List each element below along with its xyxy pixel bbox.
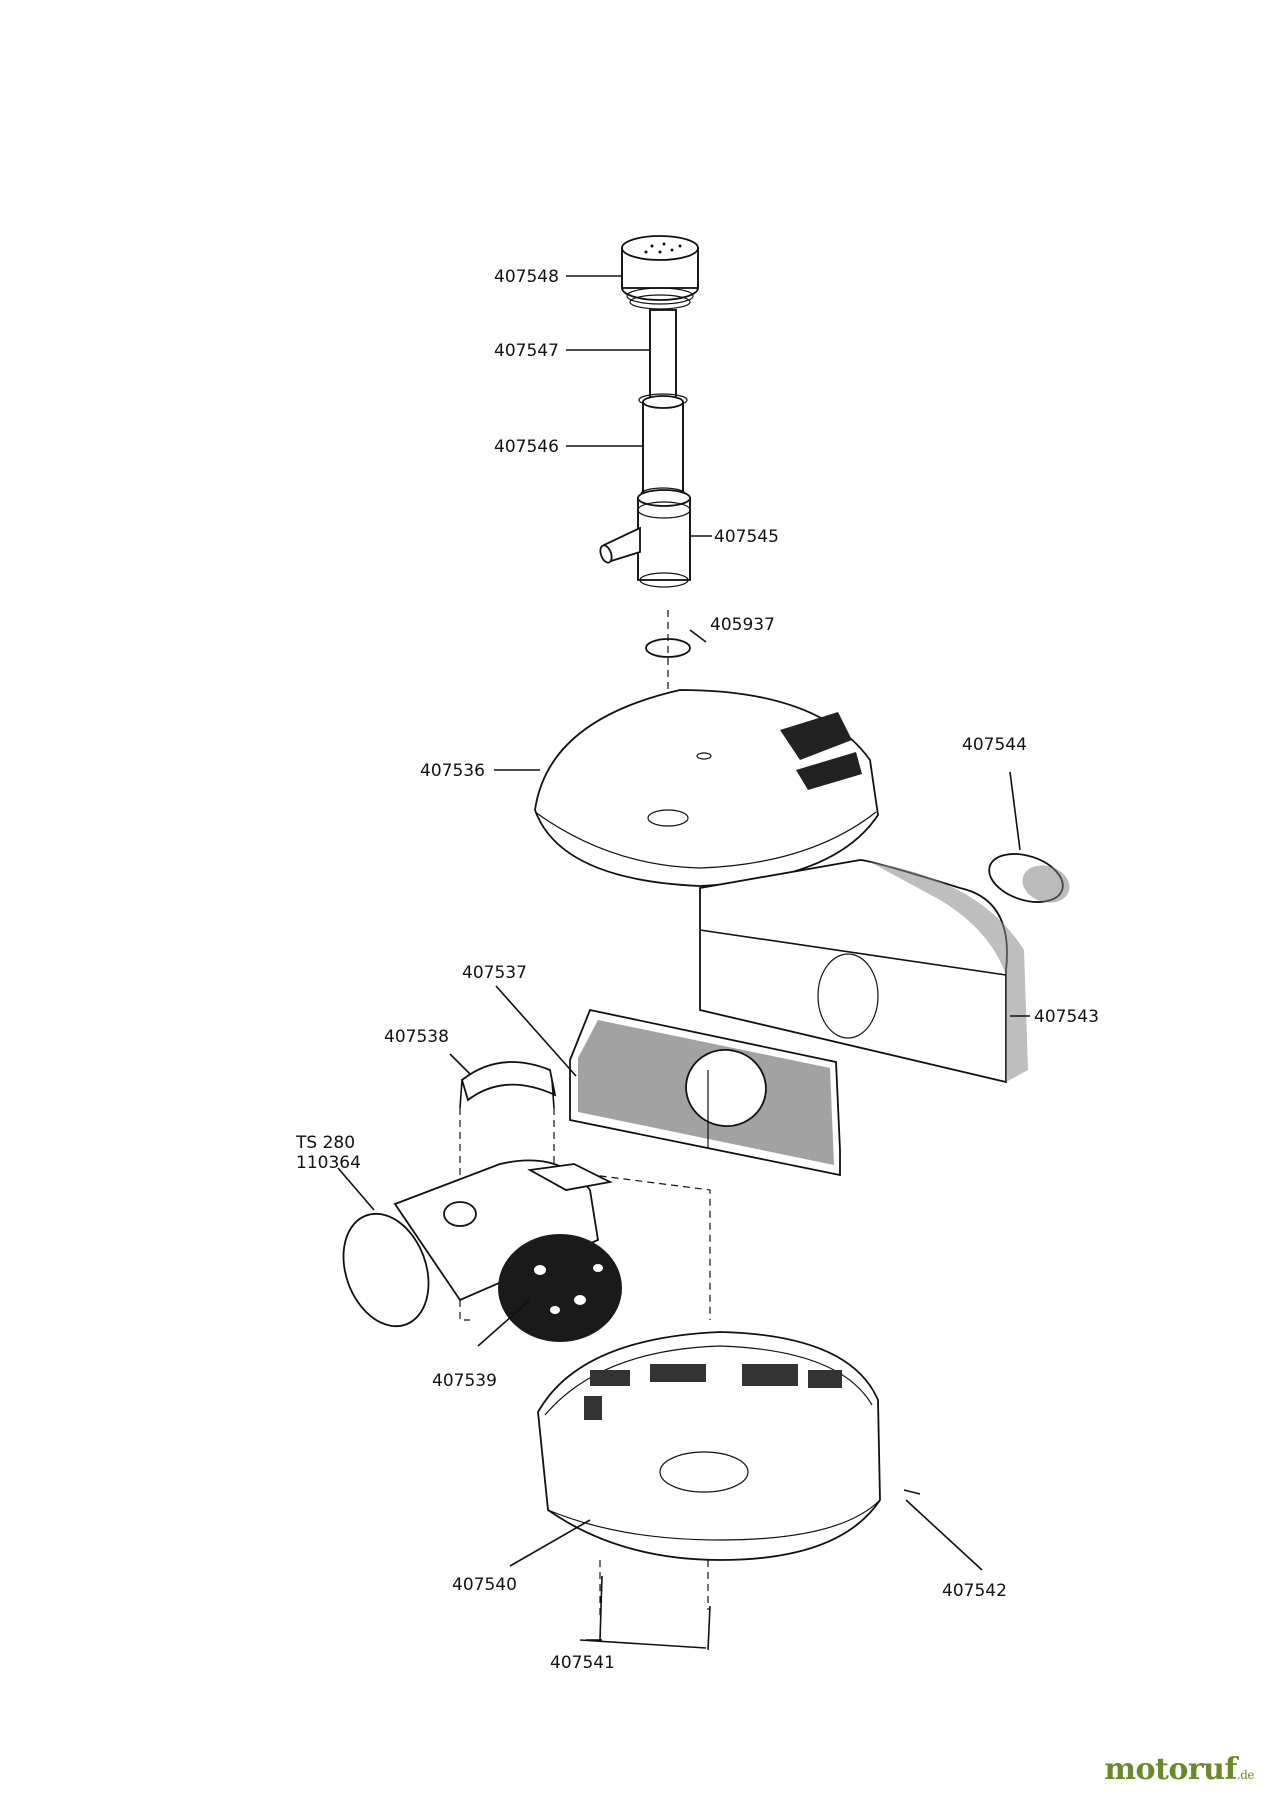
lid-407536 (534, 689, 879, 887)
small-sponge-407544 (988, 853, 1070, 903)
lid-vent-slots (780, 712, 862, 790)
label-407539: 407539 (432, 1371, 497, 1391)
label-407538: 407538 (384, 1027, 449, 1047)
filter-media-407539 (498, 1234, 622, 1342)
pump-ts280 (342, 1159, 613, 1328)
label-407544: 407544 (962, 735, 1027, 755)
fountain-head-407548 (621, 235, 699, 310)
grid-panel-407537 (569, 1008, 841, 1177)
t-connector-407545 (599, 489, 691, 588)
lower-tube-407546 (640, 395, 686, 501)
leader-lines (337, 275, 1030, 1649)
label-407536: 407536 (420, 761, 485, 781)
label-407547: 407547 (494, 341, 559, 361)
label-407542: 407542 (942, 1581, 1007, 1601)
filter-sponge-407543 (699, 859, 1028, 1084)
label-407540: 407540 (452, 1575, 517, 1595)
screw-407542 (903, 1489, 921, 1495)
label-405937: 405937 (710, 615, 775, 635)
watermark-suffix: .de (1236, 1768, 1255, 1782)
label-407546: 407546 (494, 437, 559, 457)
screws-407541 (599, 1560, 711, 1651)
label-407537: 407537 (462, 963, 527, 983)
watermark-brand: motoruf (1104, 1752, 1237, 1787)
label-407548: 407548 (494, 267, 559, 287)
label-ts280: TS 280 (295, 1133, 355, 1153)
upper-tube-407547 (638, 309, 688, 407)
pump-guide-lines (459, 1108, 711, 1321)
label-110364: 110364 (296, 1153, 361, 1173)
clip-407538 (459, 1061, 557, 1109)
label-407541: 407541 (550, 1653, 615, 1673)
label-407543: 407543 (1034, 1007, 1099, 1027)
base-tray-407540 (537, 1331, 881, 1561)
label-407545: 407545 (714, 527, 779, 547)
base-vent-slots (584, 1364, 842, 1420)
site-watermark: motoruf.de (1104, 1752, 1254, 1787)
